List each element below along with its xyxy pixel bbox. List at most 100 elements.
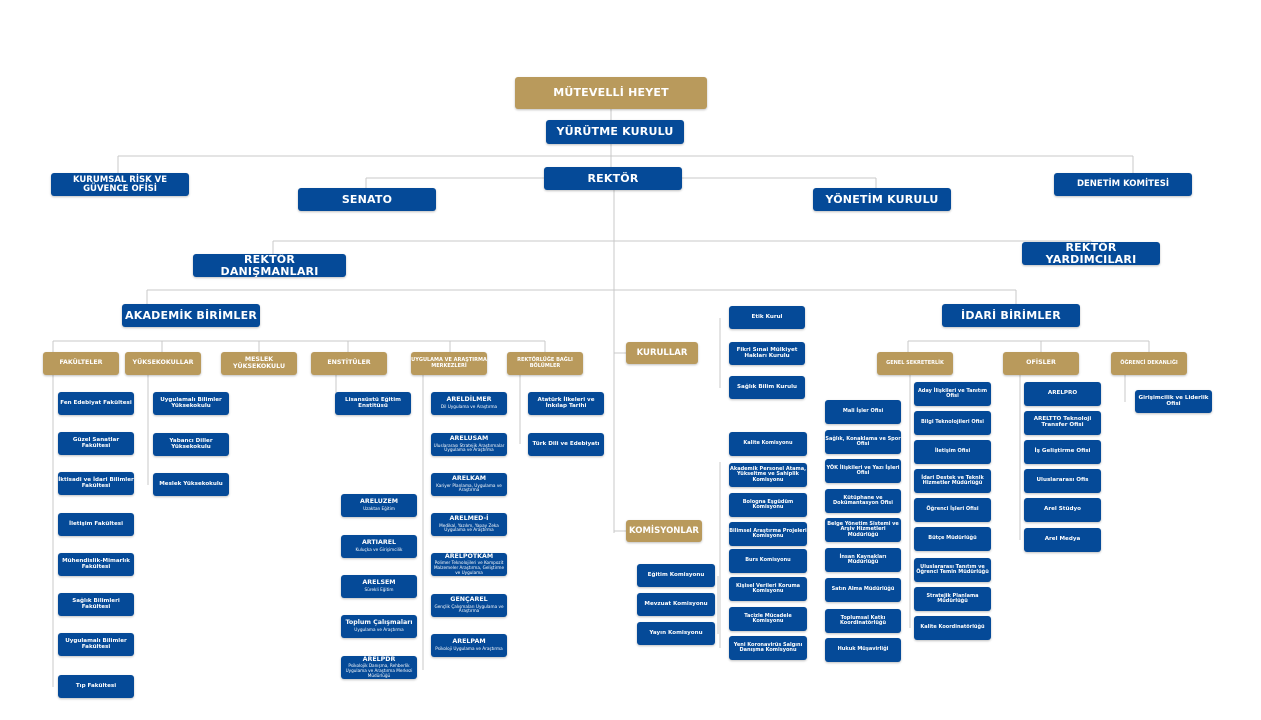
senato: SENATO [298, 188, 436, 211]
faculty-box-label: İktisadi ve İdari Bilimler Fakültesi [58, 476, 134, 489]
komisyon-box: Kalite Komisyonu [729, 432, 807, 456]
denetim-komitesi: DENETİM KOMİTESİ [1054, 173, 1192, 196]
yurutme-kurulu: YÜRÜTME KURULU [546, 120, 684, 144]
ofis-box-label: ARELPRO [1047, 390, 1078, 397]
yuksekokul-box-label: Yabancı Diller Yüksekokulu [169, 437, 213, 450]
komisyon-box: Kişisel Verileri Koruma Komisyonu [729, 577, 807, 601]
faculty-box: Tıp Fakültesi [58, 675, 134, 698]
idari-office-box-label: Bilgi Teknolojileri Ofisi [921, 419, 984, 426]
ofisler-header: OFİSLER [1003, 352, 1079, 375]
kurul-box-label: Fikri Sınai Mülkiyet Hakları Kurulu [736, 346, 798, 359]
idari-office-box-label: İdari Destek ve Teknik Hizmetler Müdürlü… [921, 474, 984, 486]
research-center-box-subtitle: Dil Uygulama ve Araştırma [440, 404, 498, 409]
rektorluge-bagli-box-label: Atatürk İlkeleri ve İnkılap Tarihi [537, 396, 595, 409]
yuksekokul-box: Uygulamalı Bilimler Yüksekokulu [153, 392, 229, 415]
komisyon-box-label: Kalite Komisyonu [743, 440, 793, 447]
ofis-box-label: ARELTTO Teknoloji Transfer Ofisi [1033, 416, 1092, 428]
idari-office-box-label: Kütüphane ve Dokümantasyon Ofisi [833, 494, 893, 506]
kurullar-header: KURULLAR [626, 342, 698, 364]
komisyon-box: Mevzuat Komisyonu [637, 593, 715, 616]
rektorluge-bagli-box: Atatürk İlkeleri ve İnkılap Tarihi [528, 392, 604, 415]
idari-office-box-label: Kalite Koordinatörlüğü [920, 624, 985, 631]
rektor-yardimcilari: REKTÖR YARDIMCILARI [1022, 242, 1160, 265]
mutevelli-heyet: MÜTEVELLİ HEYET [515, 77, 707, 109]
faculty-box-label: Fen Edebiyat Fakültesi [60, 399, 132, 406]
faculty-box-label: Uygulamalı Bilimler Fakültesi [65, 637, 127, 650]
research-center-box-subtitle: Psikolojik Danışma, Rehberlik Uygulama v… [345, 663, 413, 678]
rektorluge-bagli-box: Türk Dili ve Edebiyatı [528, 433, 604, 456]
faculty-box: İletişim Fakültesi [58, 513, 134, 536]
kurul-box: Fikri Sınai Mülkiyet Hakları Kurulu [729, 342, 805, 365]
komisyonlar-header: KOMİSYONLAR [626, 520, 702, 542]
ofis-box-label: Arel Stüdyo [1044, 506, 1081, 513]
komisyon-box-label: Eğitim Komisyonu [647, 571, 705, 578]
yonetim-kurulu: YÖNETİM KURULU [813, 188, 951, 211]
komisyon-box-label: Yayın Komisyonu [649, 629, 703, 636]
kurul-box: Etik Kurul [729, 306, 805, 329]
idari-office-box-label: Öğrenci İşleri Ofisi [926, 506, 979, 513]
research-center-box-label: GENÇAREL [450, 596, 488, 604]
research-center-box-subtitle: Kuluçka ve Girişimcilik [355, 547, 403, 552]
idari-office-box: Stratejik Planlama Müdürlüğü [914, 587, 991, 611]
idari-office-box: Aday İlişkileri ve Tanıtım Ofisi [914, 382, 991, 406]
faculty-box-label: Tıp Fakültesi [75, 682, 117, 689]
denetim-komitesi-label: DENETİM KOMİTESİ [1076, 179, 1170, 190]
idari-office-box-label: YÖK İlişkileri ve Yazı İşleri Ofisi [826, 464, 900, 476]
kurul-box-label: Sağlık Bilim Kurulu [737, 383, 797, 390]
ofis-box: ARELPRO [1024, 382, 1101, 406]
faculty-box: Sağlık Bilimleri Fakültesi [58, 593, 134, 616]
yonetim-kurulu-label: YÖNETİM KURULU [825, 192, 939, 206]
idari-office-box-label: İnsan Kaynakları Müdürlüğü [839, 553, 887, 565]
research-center-box-subtitle: Psikoloji Uygulama ve Araştırma [435, 646, 503, 651]
kurul-box-label: Etik Kurul [751, 313, 783, 320]
rektor-danismanlari-label: REKTÖR DANIŞMANLARI [220, 254, 319, 277]
mutevelli-heyet-label: MÜTEVELLİ HEYET [553, 86, 669, 100]
idari-office-box: Toplumsal Katkı Koordinatörlüğü [825, 609, 901, 633]
idari-office-box: Sağlık, Konaklama ve Spor Ofisi [825, 430, 901, 454]
research-center-box-label: ARELPOTKAM [444, 553, 494, 560]
komisyon-box: Burs Komisyonu [729, 549, 807, 573]
komisyon-box: Eğitim Komisyonu [637, 564, 715, 587]
meslek-yuksekokulu-header: MESLEK YÜKSEKOKULU [221, 352, 297, 375]
idari-office-box: Bilgi Teknolojileri Ofisi [914, 411, 991, 435]
enstitu-box-label: Lisansüstü Eğitim Enstitüsü [345, 396, 401, 409]
genel-sekreterlik-header-label: GENEL SEKRETERLİK [886, 359, 944, 366]
yuksekokul-box-label: Uygulamalı Bilimler Yüksekokulu [160, 396, 222, 409]
ofis-box: Arel Stüdyo [1024, 498, 1101, 522]
dekanlik-box: Girişimcilik ve Liderlik Ofisi [1135, 390, 1212, 413]
komisyon-box: Bologna Eşgüdüm Komisyonu [729, 493, 807, 517]
enstituler-header-label: ENSTİTÜLER [327, 359, 371, 367]
research-center-box-subtitle: Gençlik Çalışmaları Uygulama ve Araştırm… [434, 603, 504, 614]
yuksekokul-box: Yabancı Diller Yüksekokulu [153, 433, 229, 456]
idari-office-box-label: İletişim Ofisi [934, 448, 971, 455]
genel-sekreterlik-header: GENEL SEKRETERLİK [877, 352, 953, 375]
research-center-box-label: ARELMED-İ [449, 515, 489, 523]
research-center-box-label: ARELUSAM [449, 435, 489, 443]
kurumsal-risk-ofisi: KURUMSAL RİSK VE GÜVENCE OFİSİ [51, 173, 189, 196]
merkezler-header-label: UYGULAMA VE ARAŞTIRMA MERKEZLERİ [411, 357, 487, 369]
research-center-box-label: ARELSEM [362, 579, 396, 587]
komisyonlar-header-label: KOMİSYONLAR [629, 525, 699, 536]
research-center-box-subtitle: Sürekli Eğitim [364, 587, 394, 592]
komisyon-box: Akademik Personel Atama, Yükseltme ve Sa… [729, 463, 807, 487]
komisyon-box: Tacizle Mücadele Komisyonu [729, 607, 807, 631]
akademik-birimler-label: AKADEMİK BİRİMLER [125, 308, 257, 322]
rektor-label: REKTÖR [587, 171, 639, 185]
idari-office-box: Belge Yönetim Sistemi ve Arşiv Hizmetler… [825, 518, 901, 542]
merkezler-header: UYGULAMA VE ARAŞTIRMA MERKEZLERİ [411, 352, 487, 375]
idari-birimler-label: İDARİ BİRİMLER [961, 308, 1061, 322]
faculty-box-label: İletişim Fakültesi [68, 520, 123, 527]
yurutme-kurulu-label: YÜRÜTME KURULU [556, 125, 674, 139]
fakulteler-header-label: FAKÜLTELER [59, 359, 103, 367]
komisyon-box-label: Mevzuat Komisyonu [644, 600, 708, 607]
yuksekokullar-header: YÜKSEKOKULLAR [125, 352, 201, 375]
komisyon-box-label: Bilimsel Araştırma Projeleri Komisyonu [729, 527, 807, 539]
